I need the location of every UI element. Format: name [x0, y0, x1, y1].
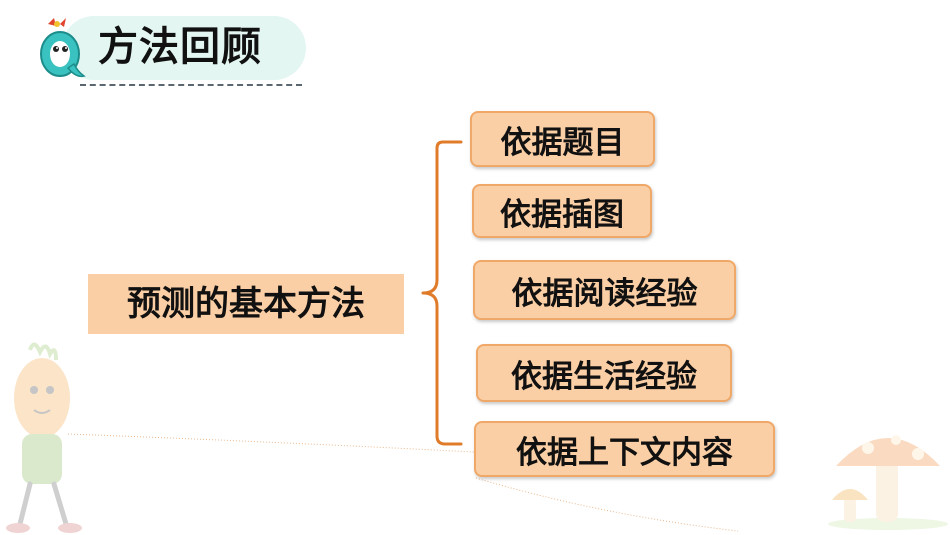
root-concept-label: 预测的基本方法 — [88, 274, 404, 334]
page-title: 方法回顾 — [98, 24, 262, 70]
brace-connector — [421, 140, 463, 446]
method-item-reading-experience: 依据阅读经验 — [473, 260, 736, 320]
header-pill — [62, 16, 306, 80]
method-item-life-experience: 依据生活经验 — [476, 344, 732, 402]
header-underline — [80, 84, 302, 86]
method-item-context: 依据上下文内容 — [474, 421, 775, 477]
method-item-title: 依据题目 — [470, 111, 655, 167]
carrot-character-icon — [6, 342, 82, 533]
method-item-illustration: 依据插图 — [472, 184, 652, 238]
q-letter-icon — [40, 18, 86, 78]
mushroom-icon — [828, 435, 948, 530]
